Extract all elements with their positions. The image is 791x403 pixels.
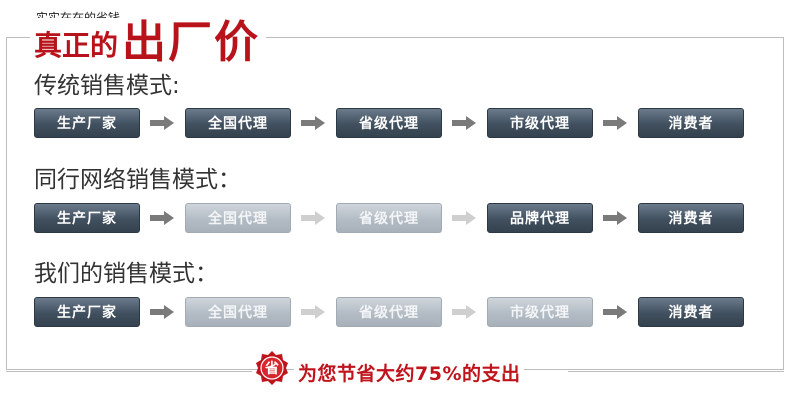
step-box-faded: 市级代理 [487, 297, 593, 327]
arrow-right-icon [301, 211, 325, 225]
step-box-faded: 省级代理 [336, 297, 442, 327]
header-title-prefix: 真正的 [34, 29, 119, 62]
footer-divider-left [6, 371, 252, 372]
step-box: 生产厂家 [34, 203, 140, 233]
section-title-competitor: 同行网络销售模式： [34, 167, 241, 193]
arrow-right-icon [603, 116, 627, 130]
arrow-right-icon [603, 211, 627, 225]
header-title: 真正的 出厂价 [30, 17, 267, 68]
header-title-main: 出厂价 [122, 17, 261, 68]
save-badge-icon: 省 [256, 351, 288, 385]
arrow-right-icon [452, 116, 476, 130]
step-box: 生产厂家 [34, 297, 140, 327]
step-box: 市级代理 [487, 108, 593, 138]
arrow-right-icon [452, 211, 476, 225]
section-title-ours: 我们的销售模式： [34, 261, 218, 287]
save-badge-char: 省 [264, 360, 279, 377]
step-box-faded: 全国代理 [185, 203, 291, 233]
arrow-right-icon [150, 116, 174, 130]
step-box-faded: 省级代理 [336, 203, 442, 233]
flow-row-ours: 生产厂家 全国代理 省级代理 市级代理 消费者 [34, 297, 754, 327]
step-box-faded: 全国代理 [185, 297, 291, 327]
arrow-right-icon [150, 211, 174, 225]
arrow-right-icon [452, 305, 476, 319]
step-box: 生产厂家 [34, 108, 140, 138]
arrow-right-icon [301, 116, 325, 130]
arrow-right-icon [301, 305, 325, 319]
step-box: 品牌代理 [487, 203, 593, 233]
arrow-right-icon [603, 305, 627, 319]
footer-divider-right [568, 371, 784, 372]
flow-row-competitor: 生产厂家 全国代理 省级代理 品牌代理 消费者 [34, 203, 754, 233]
step-box: 消费者 [638, 297, 744, 327]
step-box: 消费者 [638, 108, 744, 138]
arrow-right-icon [150, 305, 174, 319]
savings-message: 为您节省大约75%的支出 [294, 359, 525, 386]
section-title-traditional: 传统销售模式: [34, 73, 180, 99]
step-box: 消费者 [638, 203, 744, 233]
step-box: 全国代理 [185, 108, 291, 138]
step-box: 省级代理 [336, 108, 442, 138]
flow-row-traditional: 生产厂家 全国代理 省级代理 市级代理 消费者 [34, 108, 754, 138]
